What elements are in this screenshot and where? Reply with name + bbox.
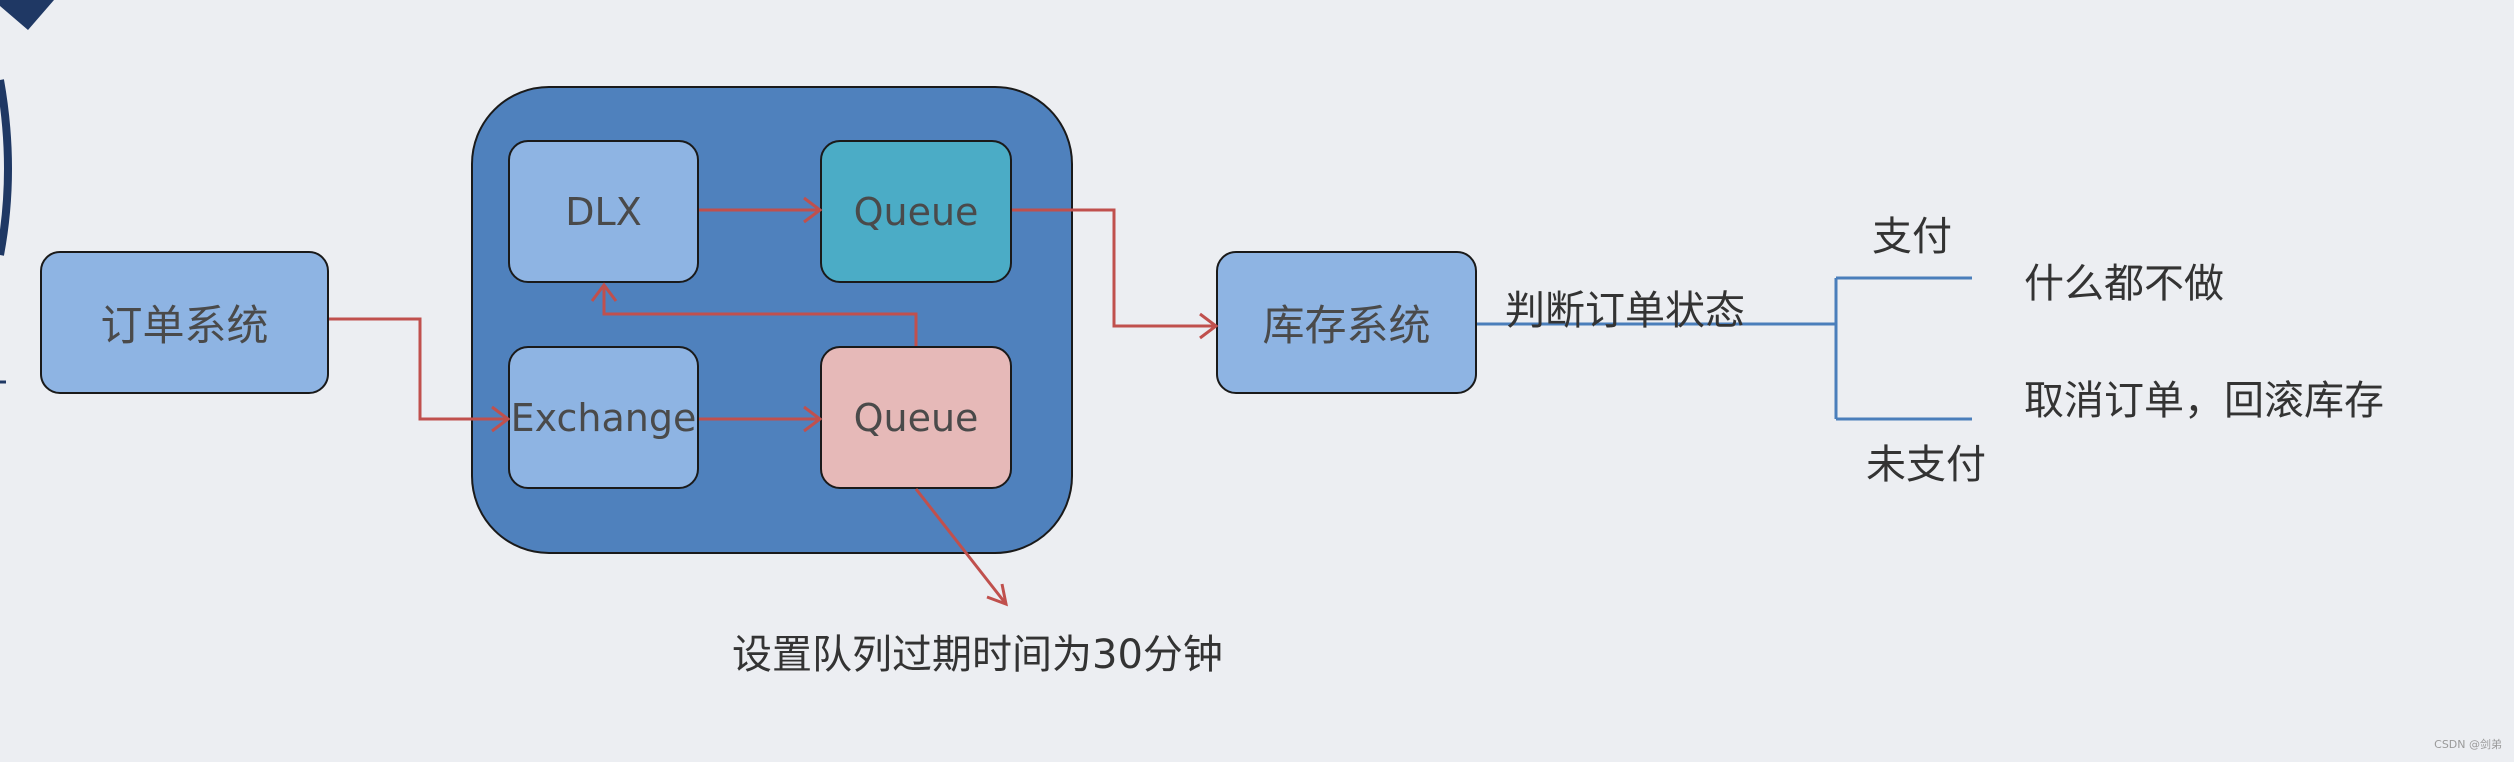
arrowhead-order-to-exchange-icon [491,405,511,433]
arrow-queue-to-inventory [1012,208,1216,328]
inventory-system-node: 库存系统 [1216,251,1477,394]
order-system-node: 订单系统 [40,251,329,394]
arrowhead-ttl-note-icon [986,583,1008,607]
arrow-queue-to-dlx [602,285,918,346]
arrowhead-exchange-to-queue-icon [803,405,823,433]
arrow-ttl-note [914,488,1008,605]
arrowhead-dlx-to-queue-icon [803,196,823,224]
order-system-label: 订单系统 [100,301,269,350]
dlx-queue-node: Queue [820,140,1012,283]
watermark: CSDN @剑弟 [2434,738,2502,751]
do-nothing-label: 什么都不做 [2024,261,2224,307]
paid-label: 支付 [1872,214,1952,260]
dlx-queue-label: Queue [853,189,979,234]
inventory-system-label: 库存系统 [1262,301,1431,350]
check-status-label: 判断订单状态 [1505,288,1745,334]
delay-queue-label: Queue [853,395,979,440]
arrow-order-to-exchange [329,317,508,421]
dlx-node: DLX [508,140,699,283]
cancel-rollback-label: 取消订单，回滚库存 [2024,378,2384,424]
delay-queue-node: Queue [820,346,1012,489]
edge-arc-decoration [0,79,12,256]
ttl-note-label: 设置队列过期时间为30分钟 [732,632,1223,678]
unpaid-label: 未支付 [1866,442,1986,488]
corner-decoration-icon [0,0,54,30]
exchange-label: Exchange [510,395,697,440]
dlx-label: DLX [565,189,642,234]
exchange-node: Exchange [508,346,699,489]
arrowhead-queue-to-inventory-icon [1199,312,1219,340]
arrowhead-queue-to-dlx-icon [590,282,618,302]
